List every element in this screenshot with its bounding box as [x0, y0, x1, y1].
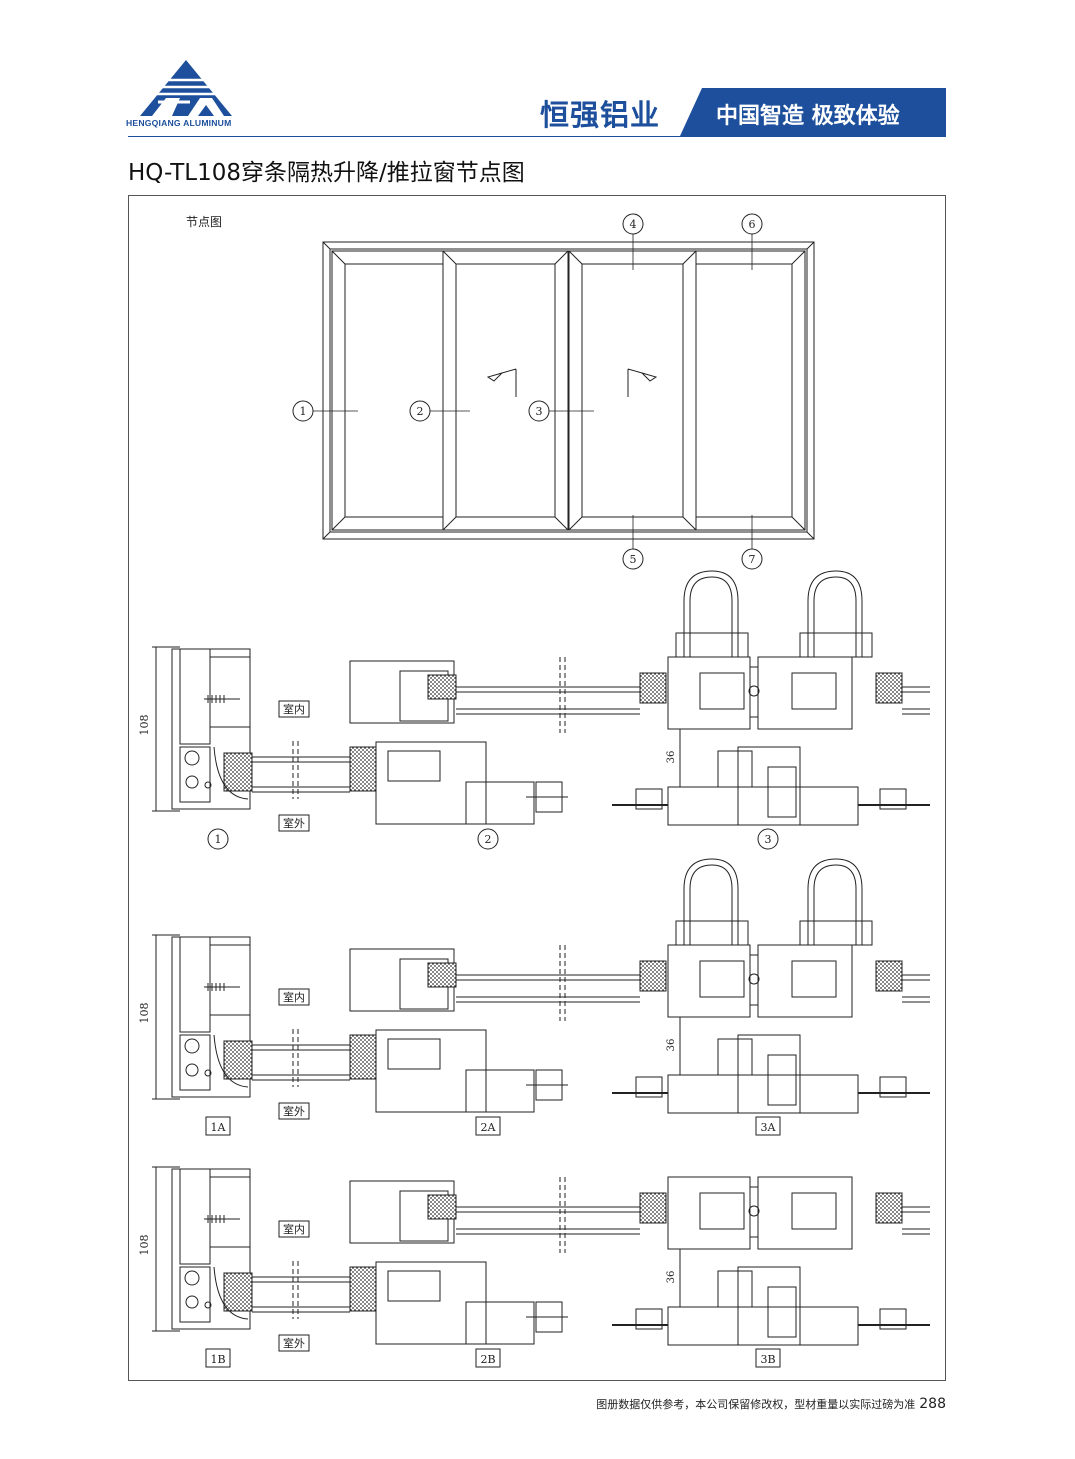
elevation-callout-4: 4 [622, 213, 644, 235]
section-label-2B: 2B [475, 1348, 501, 1368]
svg-text:2: 2 [417, 405, 424, 418]
svg-text:1B: 1B [210, 1353, 225, 1366]
section-label-3: 3 [757, 828, 779, 850]
section-label-3A: 3A [755, 1116, 781, 1136]
indoor-label: 室内 [278, 988, 310, 1006]
elevation-callout-1: 1 [292, 400, 314, 422]
elevation-callout-7: 7 [741, 548, 763, 570]
section-label-2A: 2A [475, 1116, 501, 1136]
svg-text:室外: 室外 [283, 1336, 305, 1350]
svg-text:3: 3 [536, 405, 543, 418]
dimension-108: 108 [138, 715, 151, 736]
section-label-1B: 1B [205, 1348, 231, 1368]
slogan: 中国智造 极致体验 [716, 104, 900, 129]
outdoor-label: 室外 [278, 814, 310, 832]
elevation-label: 节点图 [186, 215, 222, 229]
elevation-callout-6: 6 [741, 213, 763, 235]
svg-text:室内: 室内 [283, 1222, 305, 1236]
svg-text:2: 2 [485, 833, 492, 846]
svg-text:1A: 1A [211, 1121, 227, 1134]
svg-text:5: 5 [630, 553, 637, 566]
brand-name: 恒强铝业 [540, 98, 661, 132]
technical-drawing: 节点图 1 [138, 213, 930, 1368]
gap-dimension-36: 36 [666, 751, 677, 764]
dimension-108: 108 [138, 1235, 151, 1256]
slogan-banner [680, 88, 946, 136]
section-label-3B: 3B [755, 1348, 781, 1368]
company-logo [140, 60, 232, 116]
svg-text:3: 3 [765, 833, 772, 846]
svg-text:1: 1 [300, 405, 307, 418]
outdoor-label: 室外 [278, 1334, 310, 1352]
svg-text:室外: 室外 [283, 816, 305, 830]
page-title: HQ-TL108穿条隔热升降/推拉窗节点图 [128, 160, 525, 186]
elevation-callout-5: 5 [622, 548, 644, 570]
svg-text:室内: 室内 [283, 702, 305, 716]
svg-text:6: 6 [749, 218, 756, 231]
dimension-108: 108 [138, 1003, 151, 1024]
elevation-callout-3: 3 [528, 400, 550, 422]
header-rule [128, 136, 946, 137]
outdoor-label: 室外 [278, 1102, 310, 1120]
page-number: 288 [919, 1396, 946, 1412]
svg-text:4: 4 [630, 218, 637, 231]
elevation-callouts [313, 234, 753, 549]
gap-dimension-36: 36 [666, 1039, 677, 1052]
svg-text:3A: 3A [761, 1121, 777, 1134]
svg-text:3B: 3B [760, 1353, 775, 1366]
svg-text:7: 7 [749, 553, 756, 566]
svg-text:1: 1 [215, 833, 222, 846]
svg-text:室内: 室内 [283, 990, 305, 1004]
section-label-1: 1 [207, 828, 229, 850]
svg-text:室外: 室外 [283, 1104, 305, 1118]
window-elevation [322, 241, 815, 540]
elevation-callout-2: 2 [409, 400, 431, 422]
indoor-label: 室内 [278, 1220, 310, 1238]
section-label-2: 2 [477, 828, 499, 850]
drawing-frame [128, 195, 946, 1381]
svg-text:2A: 2A [481, 1121, 497, 1134]
svg-text:2B: 2B [480, 1353, 495, 1366]
indoor-label: 室内 [278, 700, 310, 718]
footer-note: 图册数据仅供参考，本公司保留修改权，型材重量以实际过磅为准 [596, 1398, 916, 1411]
gap-dimension-36: 36 [666, 1271, 677, 1284]
section-label-1A: 1A [205, 1116, 231, 1136]
logo-text: HENGQIANG ALUMINUM [126, 118, 232, 128]
